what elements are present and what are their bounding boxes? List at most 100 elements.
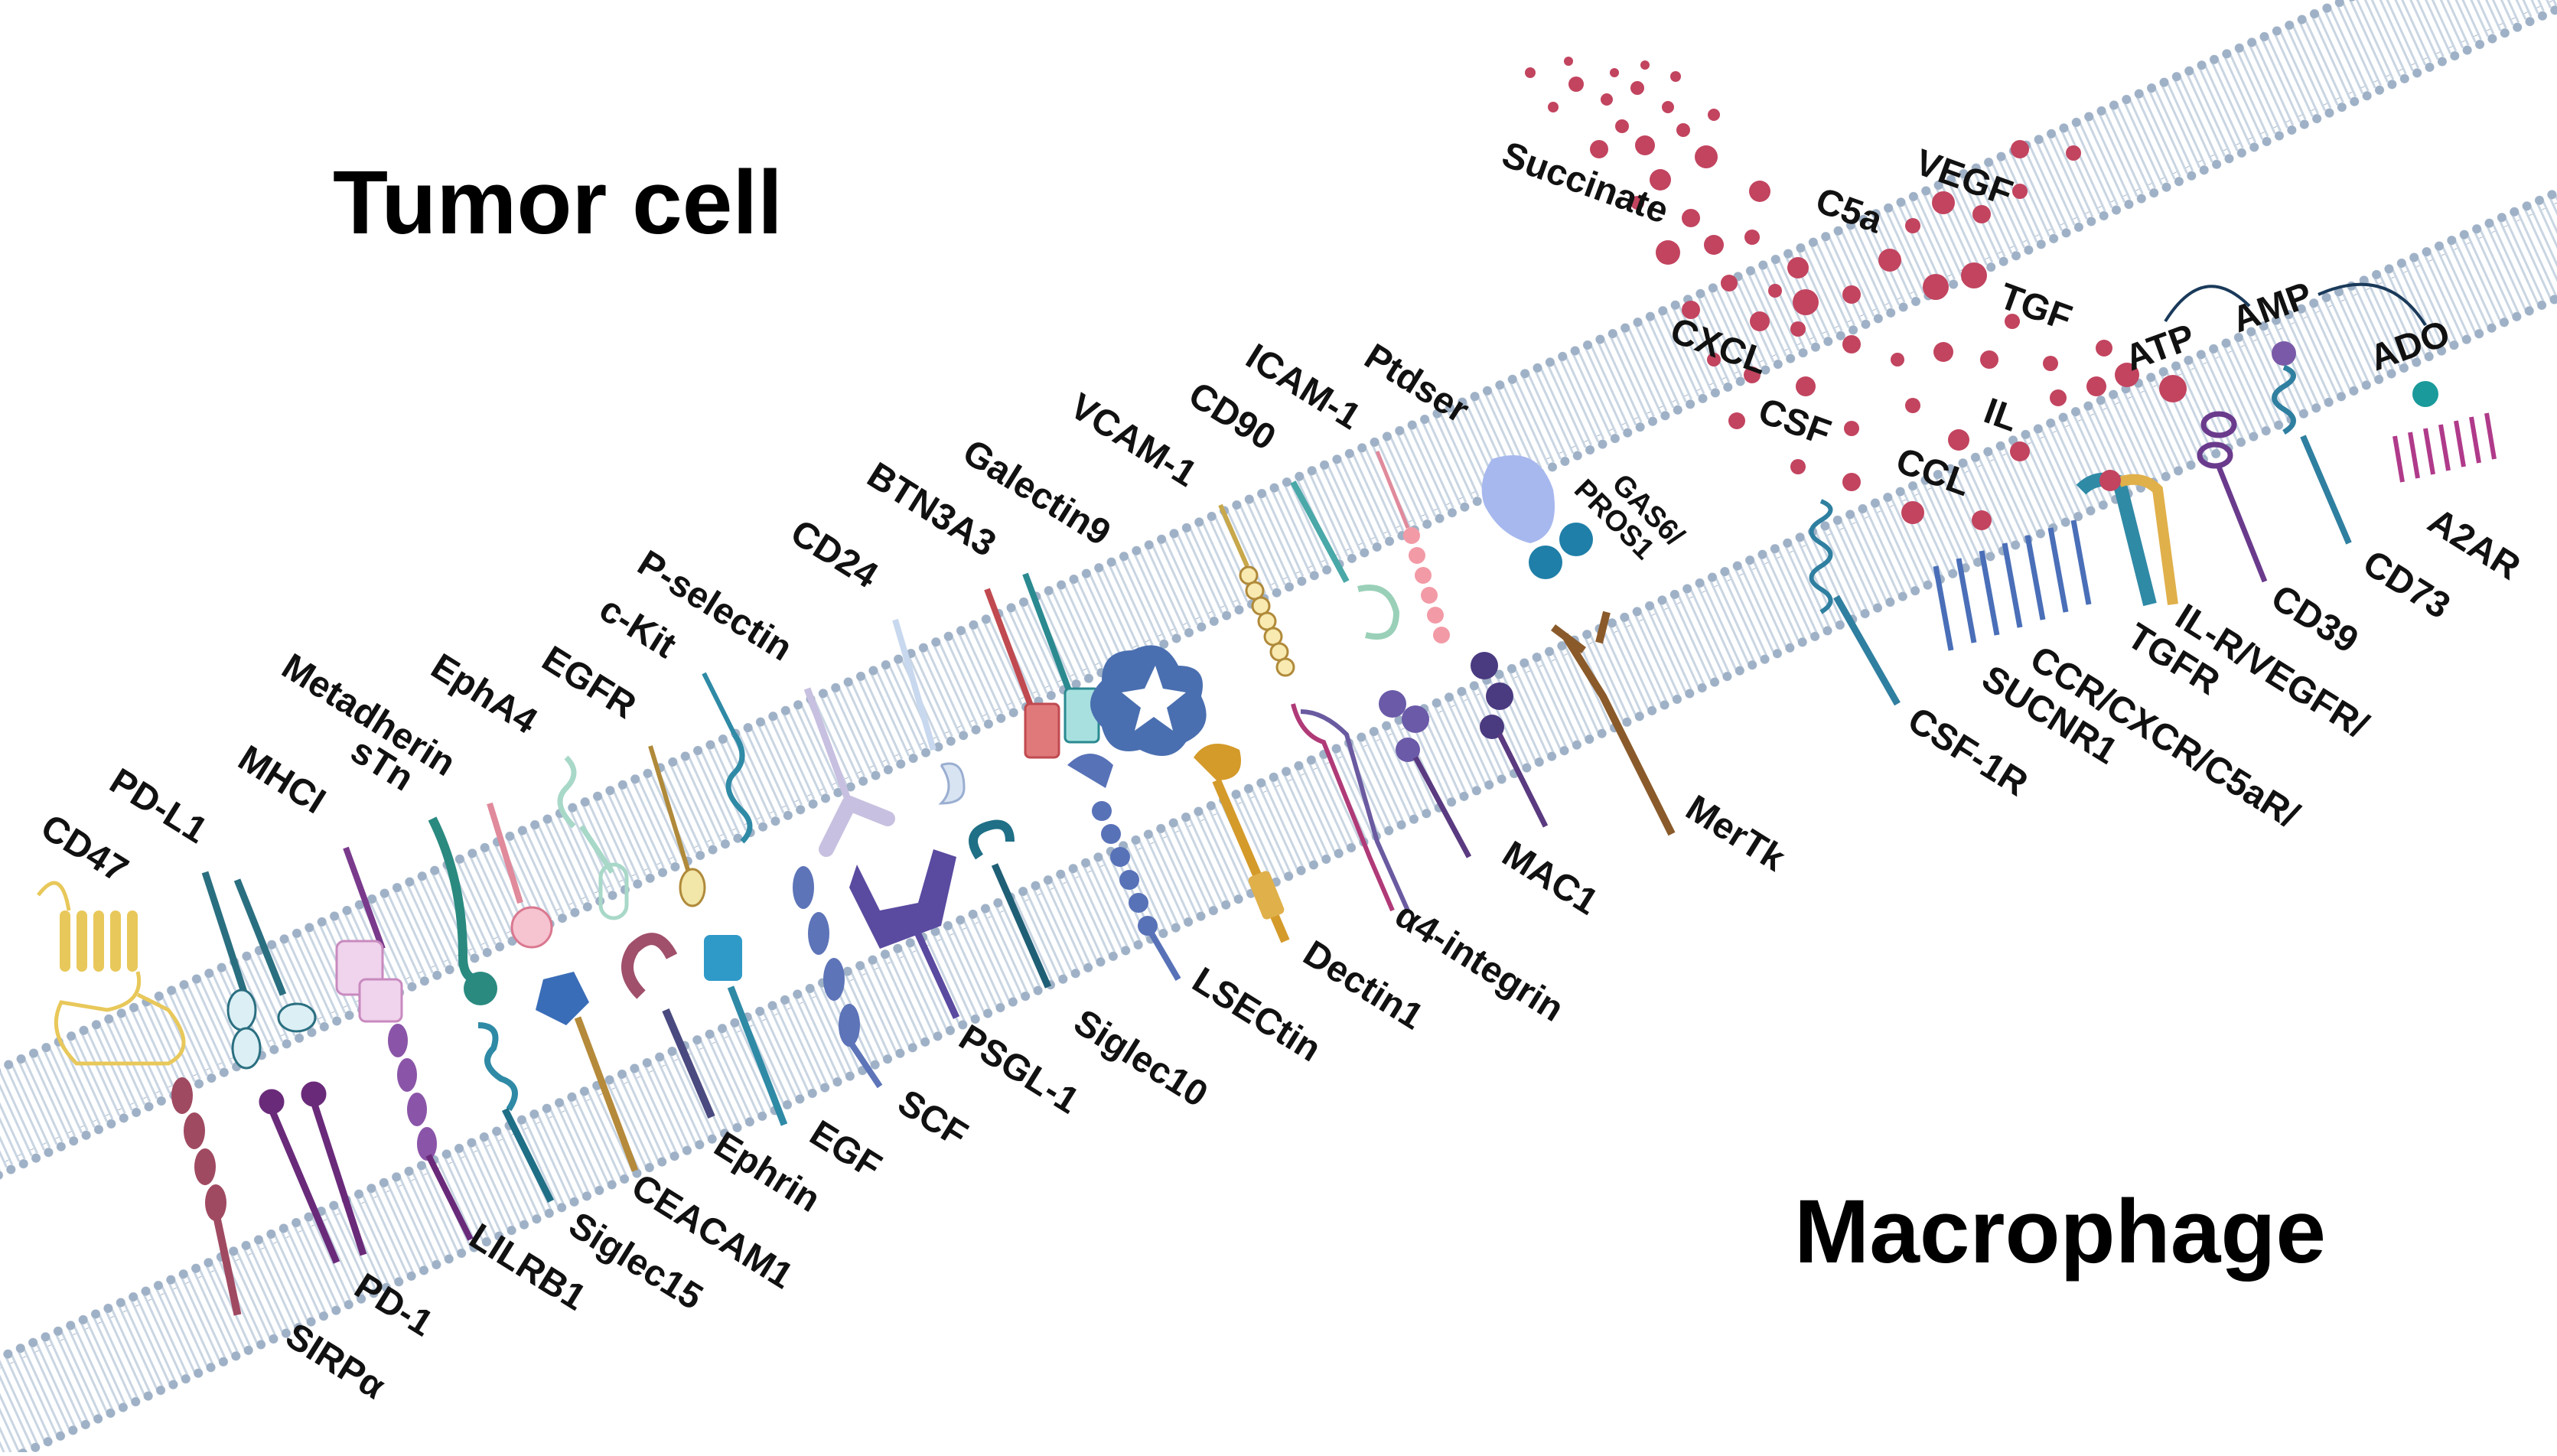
pdl1-protein-icon xyxy=(201,871,262,1070)
amp-to-ado-arrow xyxy=(2318,282,2427,327)
icam1-protein-icon xyxy=(1290,480,1400,640)
secreted-factor-dot xyxy=(2012,184,2028,199)
secreted-factor-dot xyxy=(1676,123,1690,137)
mertk-receptor-icon xyxy=(1551,611,1676,836)
secreted-factor-dot xyxy=(1670,71,1681,82)
secreted-factor-dot xyxy=(2066,145,2081,161)
secreted-factor-dot xyxy=(1972,205,1991,223)
secreted-factor-dot xyxy=(2050,389,2067,406)
lsectin-receptor-icon xyxy=(1067,754,1181,982)
tumor-cell-title: Tumor cell xyxy=(333,152,783,253)
secreted-factor-dot xyxy=(2086,376,2106,396)
a2ar-receptor-icon xyxy=(2393,412,2497,483)
label-gas6-pros1: GAS6/ PROS1 xyxy=(1568,468,1690,566)
secreted-factor-dot xyxy=(1662,101,1674,113)
label-mac1: MAC1 xyxy=(1495,833,1604,923)
secreted-factor-dot xyxy=(2011,140,2029,158)
label-lsectin: LSECtin xyxy=(1185,959,1327,1070)
egf-ligand-icon xyxy=(704,935,788,1126)
gas6-pros1-icon xyxy=(1481,455,1593,579)
secreted-factor-dot xyxy=(1650,169,1671,191)
macrophage-title: Macrophage xyxy=(1794,1181,2326,1282)
label-tgf: TGF xyxy=(1994,276,2077,340)
vcam1-protein-icon xyxy=(1090,645,1207,756)
ckit-protein-icon xyxy=(557,755,629,920)
pselectin-protein-icon xyxy=(648,745,706,907)
secreted-factor-dot xyxy=(1744,366,1761,383)
ephrin-ligand-icon xyxy=(621,933,715,1119)
galectin9-tim3-icon xyxy=(984,572,1100,759)
cd73-enzyme-icon xyxy=(2272,341,2352,545)
secreted-factor-dot xyxy=(1704,235,1724,255)
label-vcam-1: VCAM-1 xyxy=(1063,386,1204,494)
secreted-factor-dot xyxy=(1787,257,1809,278)
secreted-factor-dot xyxy=(1768,284,1782,298)
secreted-factor-dot xyxy=(1901,501,1924,524)
sirpa-receptor-icon xyxy=(171,1077,242,1316)
label-cd47: CD47 xyxy=(34,806,135,891)
ilr-vegfr-tgfr-icon xyxy=(2076,470,2178,607)
label-dectin1: Dectin1 xyxy=(1296,933,1430,1037)
pd1-receptor-icon xyxy=(259,1081,367,1264)
cd90-protein-icon xyxy=(1218,503,1295,677)
scf-ligand-icon xyxy=(793,866,883,1089)
ceacam1-receptor-icon xyxy=(536,972,639,1172)
lilrb1-receptor-icon xyxy=(388,1024,474,1241)
secreted-factor-dot xyxy=(1972,510,1992,530)
secreted-factor-dot xyxy=(2010,441,2030,461)
secreted-factor-dot xyxy=(2096,340,2112,357)
secreted-factor-dot xyxy=(1932,191,1955,214)
secreted-factor-dot xyxy=(1905,218,1920,233)
label-a2ar: A2AR xyxy=(2421,500,2527,588)
dectin1-receptor-icon xyxy=(1194,744,1290,943)
csf1r-receptor-icon xyxy=(1809,499,1901,706)
secreted-factor-dot xyxy=(1610,68,1619,77)
galectin9-protein-icon xyxy=(892,618,966,805)
atp-molecule-icon xyxy=(2159,375,2187,402)
cd39-enzyme-icon xyxy=(2197,411,2268,583)
metadherin-protein-icon xyxy=(335,846,403,1023)
cd47-protein-icon xyxy=(37,881,186,1066)
secreted-factor-dot xyxy=(1564,57,1573,66)
label-cd24: CD24 xyxy=(783,512,884,596)
secreted-factor-dot xyxy=(1891,353,1904,366)
secreted-factor-dot xyxy=(1790,321,1806,337)
label-cd73: CD73 xyxy=(2356,542,2457,627)
label-epha4: EphA4 xyxy=(424,646,544,742)
secreted-factor-dot xyxy=(1568,77,1584,92)
label-scf: SCF xyxy=(891,1082,974,1155)
atp-to-amp-arrow xyxy=(2164,285,2251,323)
secreted-factor-dot xyxy=(1905,398,1920,413)
secreted-factor-dot xyxy=(1590,140,1608,158)
egfr-protein-icon xyxy=(487,802,553,949)
secreted-factor-dot xyxy=(1708,109,1720,121)
secreted-factor-dot xyxy=(1707,353,1721,366)
secreted-factor-dot xyxy=(1750,311,1770,331)
secreted-factor-dot xyxy=(1796,376,1816,396)
secreted-factor-dot xyxy=(1640,60,1650,70)
secreted-factor-dot xyxy=(1635,135,1655,155)
secreted-factor-dot xyxy=(1601,93,1613,106)
secreted-factor-dot xyxy=(1790,459,1806,474)
secreted-factor-cloud xyxy=(1525,57,2139,530)
macrophage-membrane xyxy=(0,136,2557,1456)
secreted-factor-dot xyxy=(1844,421,1859,436)
label-siglec10: Siglec10 xyxy=(1067,1002,1214,1115)
secreted-factor-dot xyxy=(1682,301,1700,319)
secreted-factor-dot xyxy=(1980,350,1998,369)
a4integrin-receptor-icon xyxy=(1291,703,1410,912)
secreted-factor-dot xyxy=(1878,249,1901,272)
label-pd-l1: PD-L1 xyxy=(103,761,214,851)
label-mertk: MerTk xyxy=(1679,787,1792,879)
ccr-cxcr-c5ar-sucnr1-icon xyxy=(1933,520,2092,651)
label-egfr: EGFR xyxy=(535,638,643,727)
secreted-factor-dot xyxy=(1961,262,1987,288)
secreted-factor-dot xyxy=(1933,342,1953,362)
secreted-factor-dot xyxy=(1842,285,1861,304)
ado-molecule-icon xyxy=(2412,381,2438,407)
secreted-factor-dot xyxy=(1744,230,1760,245)
secreted-factor-dot xyxy=(1749,181,1770,202)
secreted-factor-dot xyxy=(1548,102,1559,112)
secreted-factor-dot xyxy=(1695,145,1718,168)
